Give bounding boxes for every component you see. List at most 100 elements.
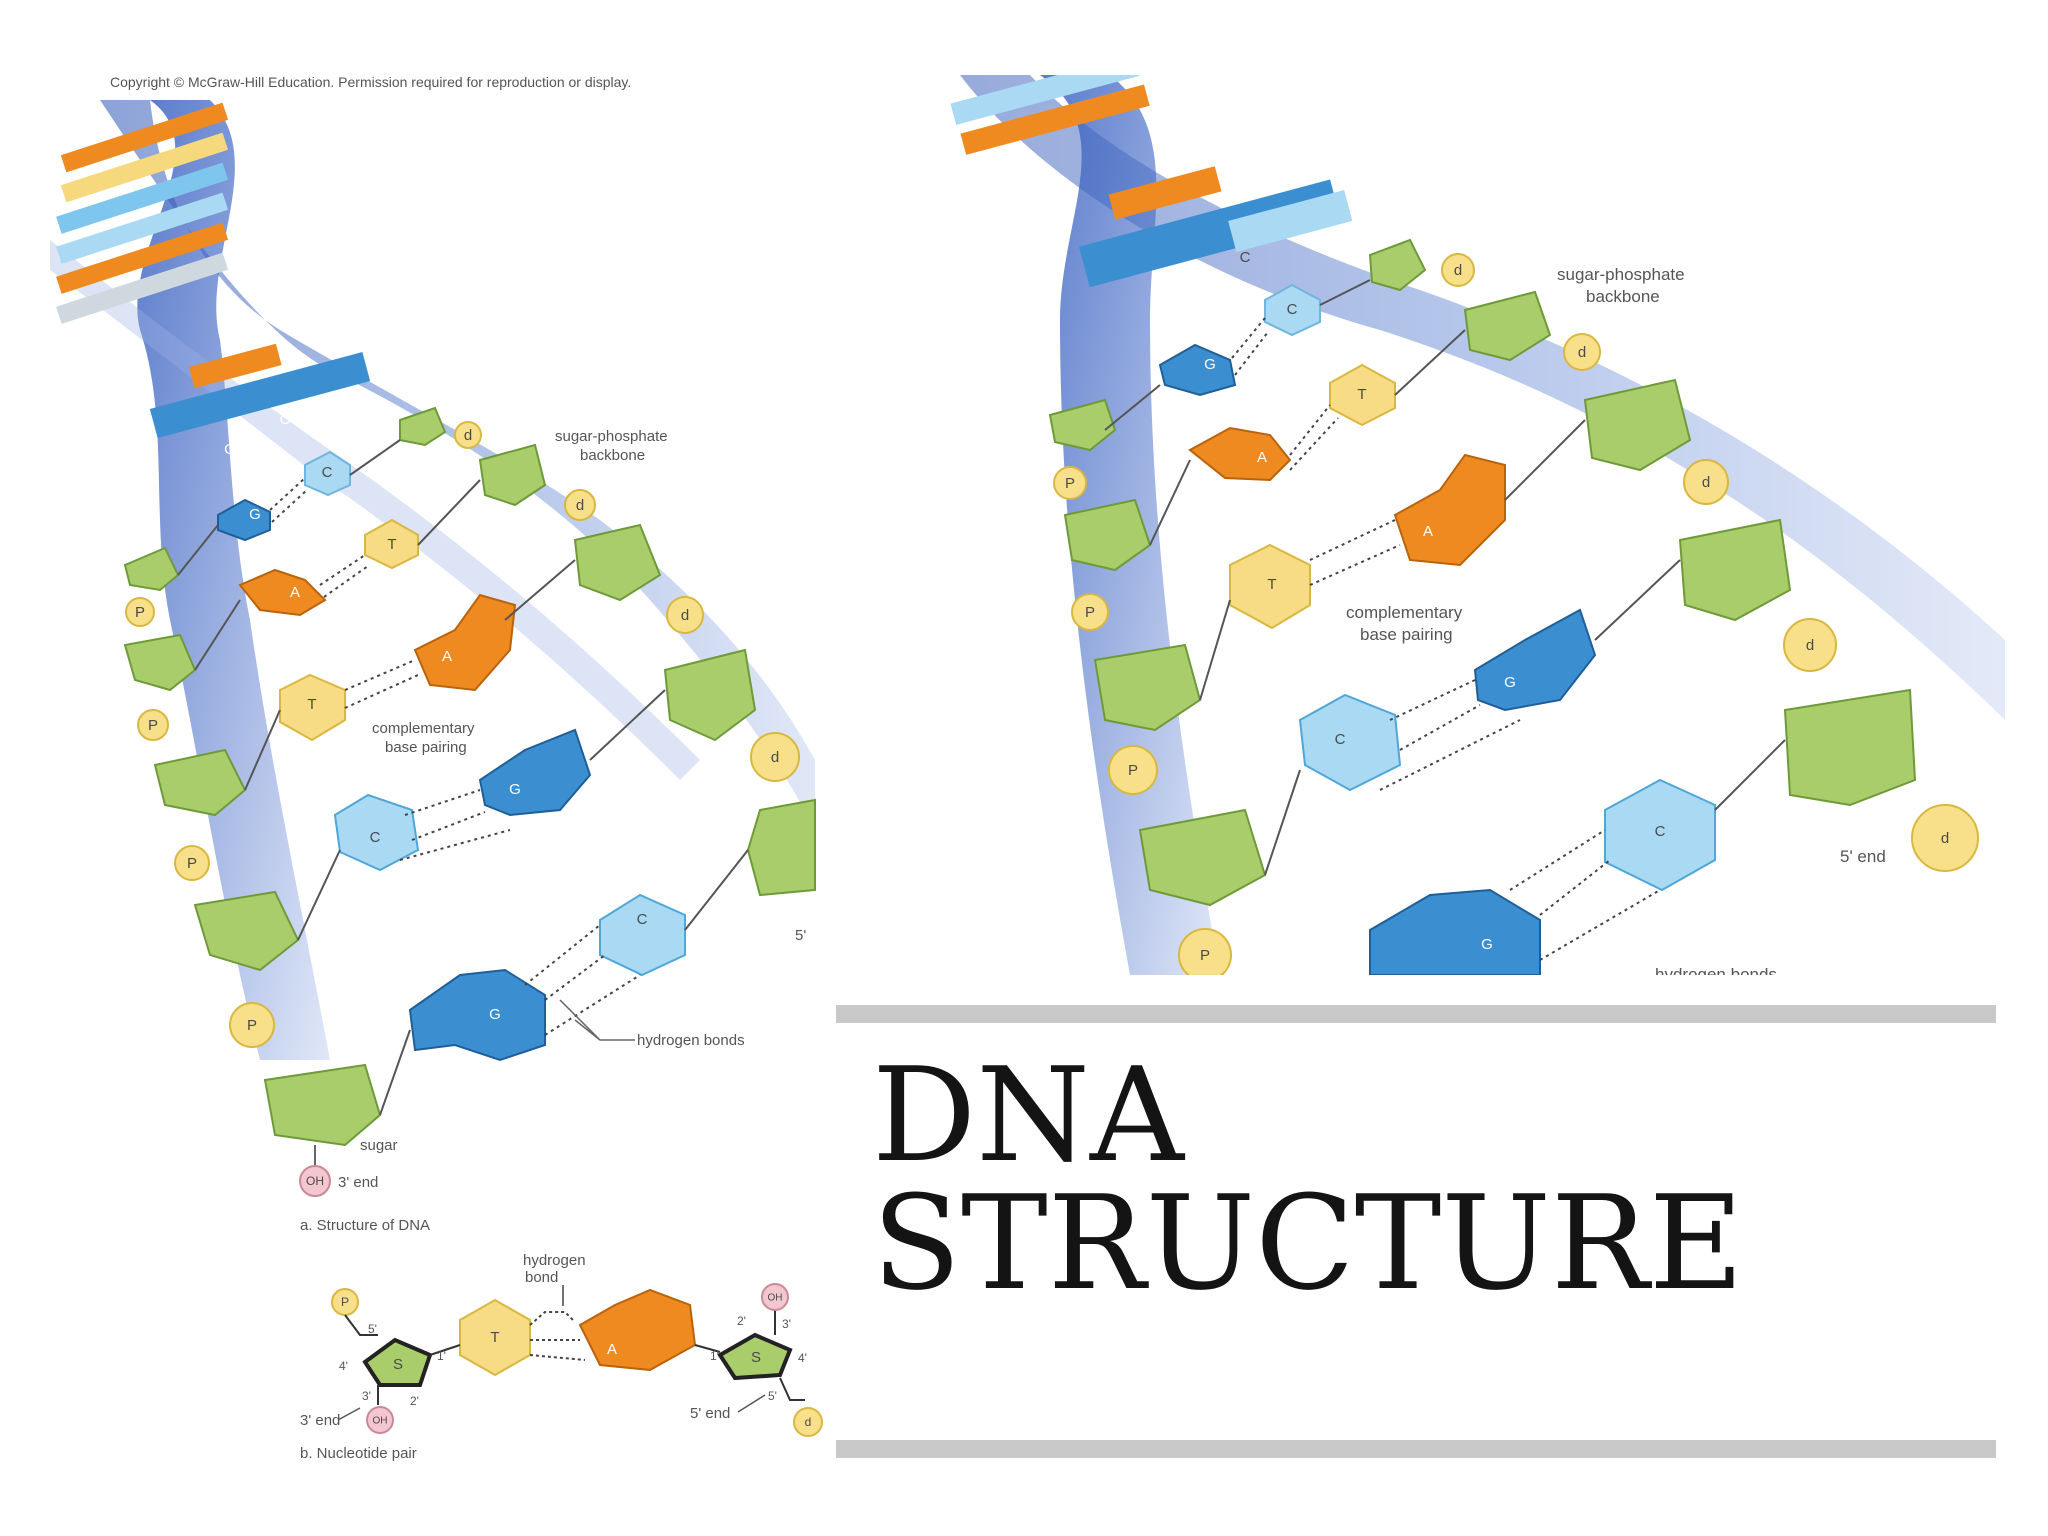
svg-text:hydrogen: hydrogen [523,1252,586,1269]
deoxyribose-circle [1563,333,1601,371]
right-dna-zoom-figure: G C P P P P d d d [950,75,2005,984]
guanine-base [1473,608,1597,712]
svg-text:T: T [387,536,396,553]
deoxyribose-circle [666,596,704,634]
svg-text:G: G [509,781,521,798]
guanine-base [478,728,592,817]
base-pairs: G C A T T A C G G C [1104,279,1786,975]
thymine-base [1229,543,1311,630]
phosphate-circle [1071,593,1109,631]
left-dna-figure: Copyright © McGraw-Hill Education. Permi… [50,74,823,1462]
svg-text:backbone: backbone [580,447,645,464]
sugar-pentagon [1063,498,1152,572]
sugar-pentagon [123,633,197,692]
svg-text:d: d [681,607,689,624]
five-prime-label: 5' [795,927,806,944]
svg-text:d: d [771,749,779,766]
deoxyribose-circle [1441,253,1475,287]
sugar-pentagon [399,406,447,447]
adenine-base [238,568,327,617]
top-helix-rungs: G C [56,102,371,458]
svg-text:d: d [1702,474,1710,491]
svg-text:1': 1' [710,1349,719,1363]
svg-text:G: G [489,1006,501,1023]
sugar-pentagon [193,890,300,972]
svg-text:P: P [148,717,158,734]
top-divider-stripe [836,1005,1996,1023]
svg-text:S: S [751,1349,761,1366]
svg-text:P: P [341,1295,349,1309]
cytosine-base [1298,693,1402,792]
svg-text:C: C [637,911,648,928]
svg-text:P: P [135,604,145,621]
sugar-pentagon [1583,378,1692,472]
svg-text:4': 4' [339,1359,348,1373]
svg-text:sugar-phosphate: sugar-phosphate [555,428,668,445]
top-helix-rungs: G C [950,75,1353,298]
deoxyribose-circle [750,732,800,782]
svg-text:OH: OH [373,1416,388,1427]
thymine-base [1329,363,1396,427]
phosphate-circle [1108,745,1158,795]
svg-text:A: A [1423,523,1433,540]
phosphate-circle [1053,466,1087,500]
svg-text:P: P [1065,475,1075,492]
svg-text:5' end: 5' end [1840,847,1886,866]
phosphate-circle [1178,928,1232,975]
copyright-notice: Copyright © McGraw-Hill Education. Permi… [110,74,631,90]
svg-text:backbone: backbone [1586,287,1660,306]
svg-text:P: P [247,1017,257,1034]
sugar-pentagon [1368,238,1427,292]
svg-text:T: T [307,696,316,713]
svg-text:C: C [1287,301,1298,318]
guanine-base [408,968,546,1062]
deoxyribose-circle [1911,804,1979,872]
svg-text:hydrogen bonds: hydrogen bonds [1655,965,1777,984]
sugar-pentagon [123,546,180,592]
svg-text:OH: OH [768,1293,783,1304]
guanine-base [1158,343,1237,397]
sugar-pentagon [1048,398,1117,452]
svg-text:base pairing: base pairing [1360,625,1453,644]
svg-text:C: C [280,411,291,428]
sugar-pentagon [1463,290,1552,362]
sugar-pentagon [1138,808,1267,907]
phosphate-circle [137,709,169,741]
phosphate-circle [125,597,155,627]
svg-text:3' end: 3' end [338,1174,378,1191]
svg-text:5': 5' [368,1322,377,1336]
svg-text:2': 2' [410,1394,419,1408]
adenine-base [578,1288,697,1372]
title-line-2: STRUCTURE [872,1167,1744,1319]
svg-text:A: A [442,648,452,665]
sugar-pentagon [1093,643,1202,732]
deoxyribose-circle [1683,459,1729,505]
svg-text:b. Nucleotide pair: b. Nucleotide pair [300,1445,417,1462]
svg-text:5': 5' [768,1389,777,1403]
svg-text:P: P [187,855,197,872]
sugar-pentagon [1678,518,1792,622]
svg-text:C: C [322,464,333,481]
svg-text:P: P [1128,762,1138,779]
svg-text:sugar-phosphate: sugar-phosphate [1557,265,1685,284]
cytosine-base [304,450,351,497]
guanine-base [217,498,271,542]
inner-backbone-ribbon-2 [50,240,700,780]
svg-text:sugar: sugar [360,1137,398,1154]
svg-text:complementary: complementary [1346,603,1463,622]
svg-text:d: d [464,427,472,444]
left-strand: P P P P [1048,398,1267,975]
svg-text:d: d [805,1415,812,1429]
deoxyribose-circle [1783,618,1837,672]
svg-text:2': 2' [737,1314,746,1328]
svg-text:S: S [393,1356,403,1373]
svg-text:d: d [1941,830,1949,847]
adenine-base [1393,453,1506,567]
sugar-pentagon [746,798,816,897]
svg-text:G: G [1481,936,1493,953]
svg-text:P: P [1200,947,1210,964]
sugar-s-left [362,1337,433,1387]
svg-text:hydrogen bonds: hydrogen bonds [637,1032,745,1049]
svg-text:C: C [1240,249,1251,266]
